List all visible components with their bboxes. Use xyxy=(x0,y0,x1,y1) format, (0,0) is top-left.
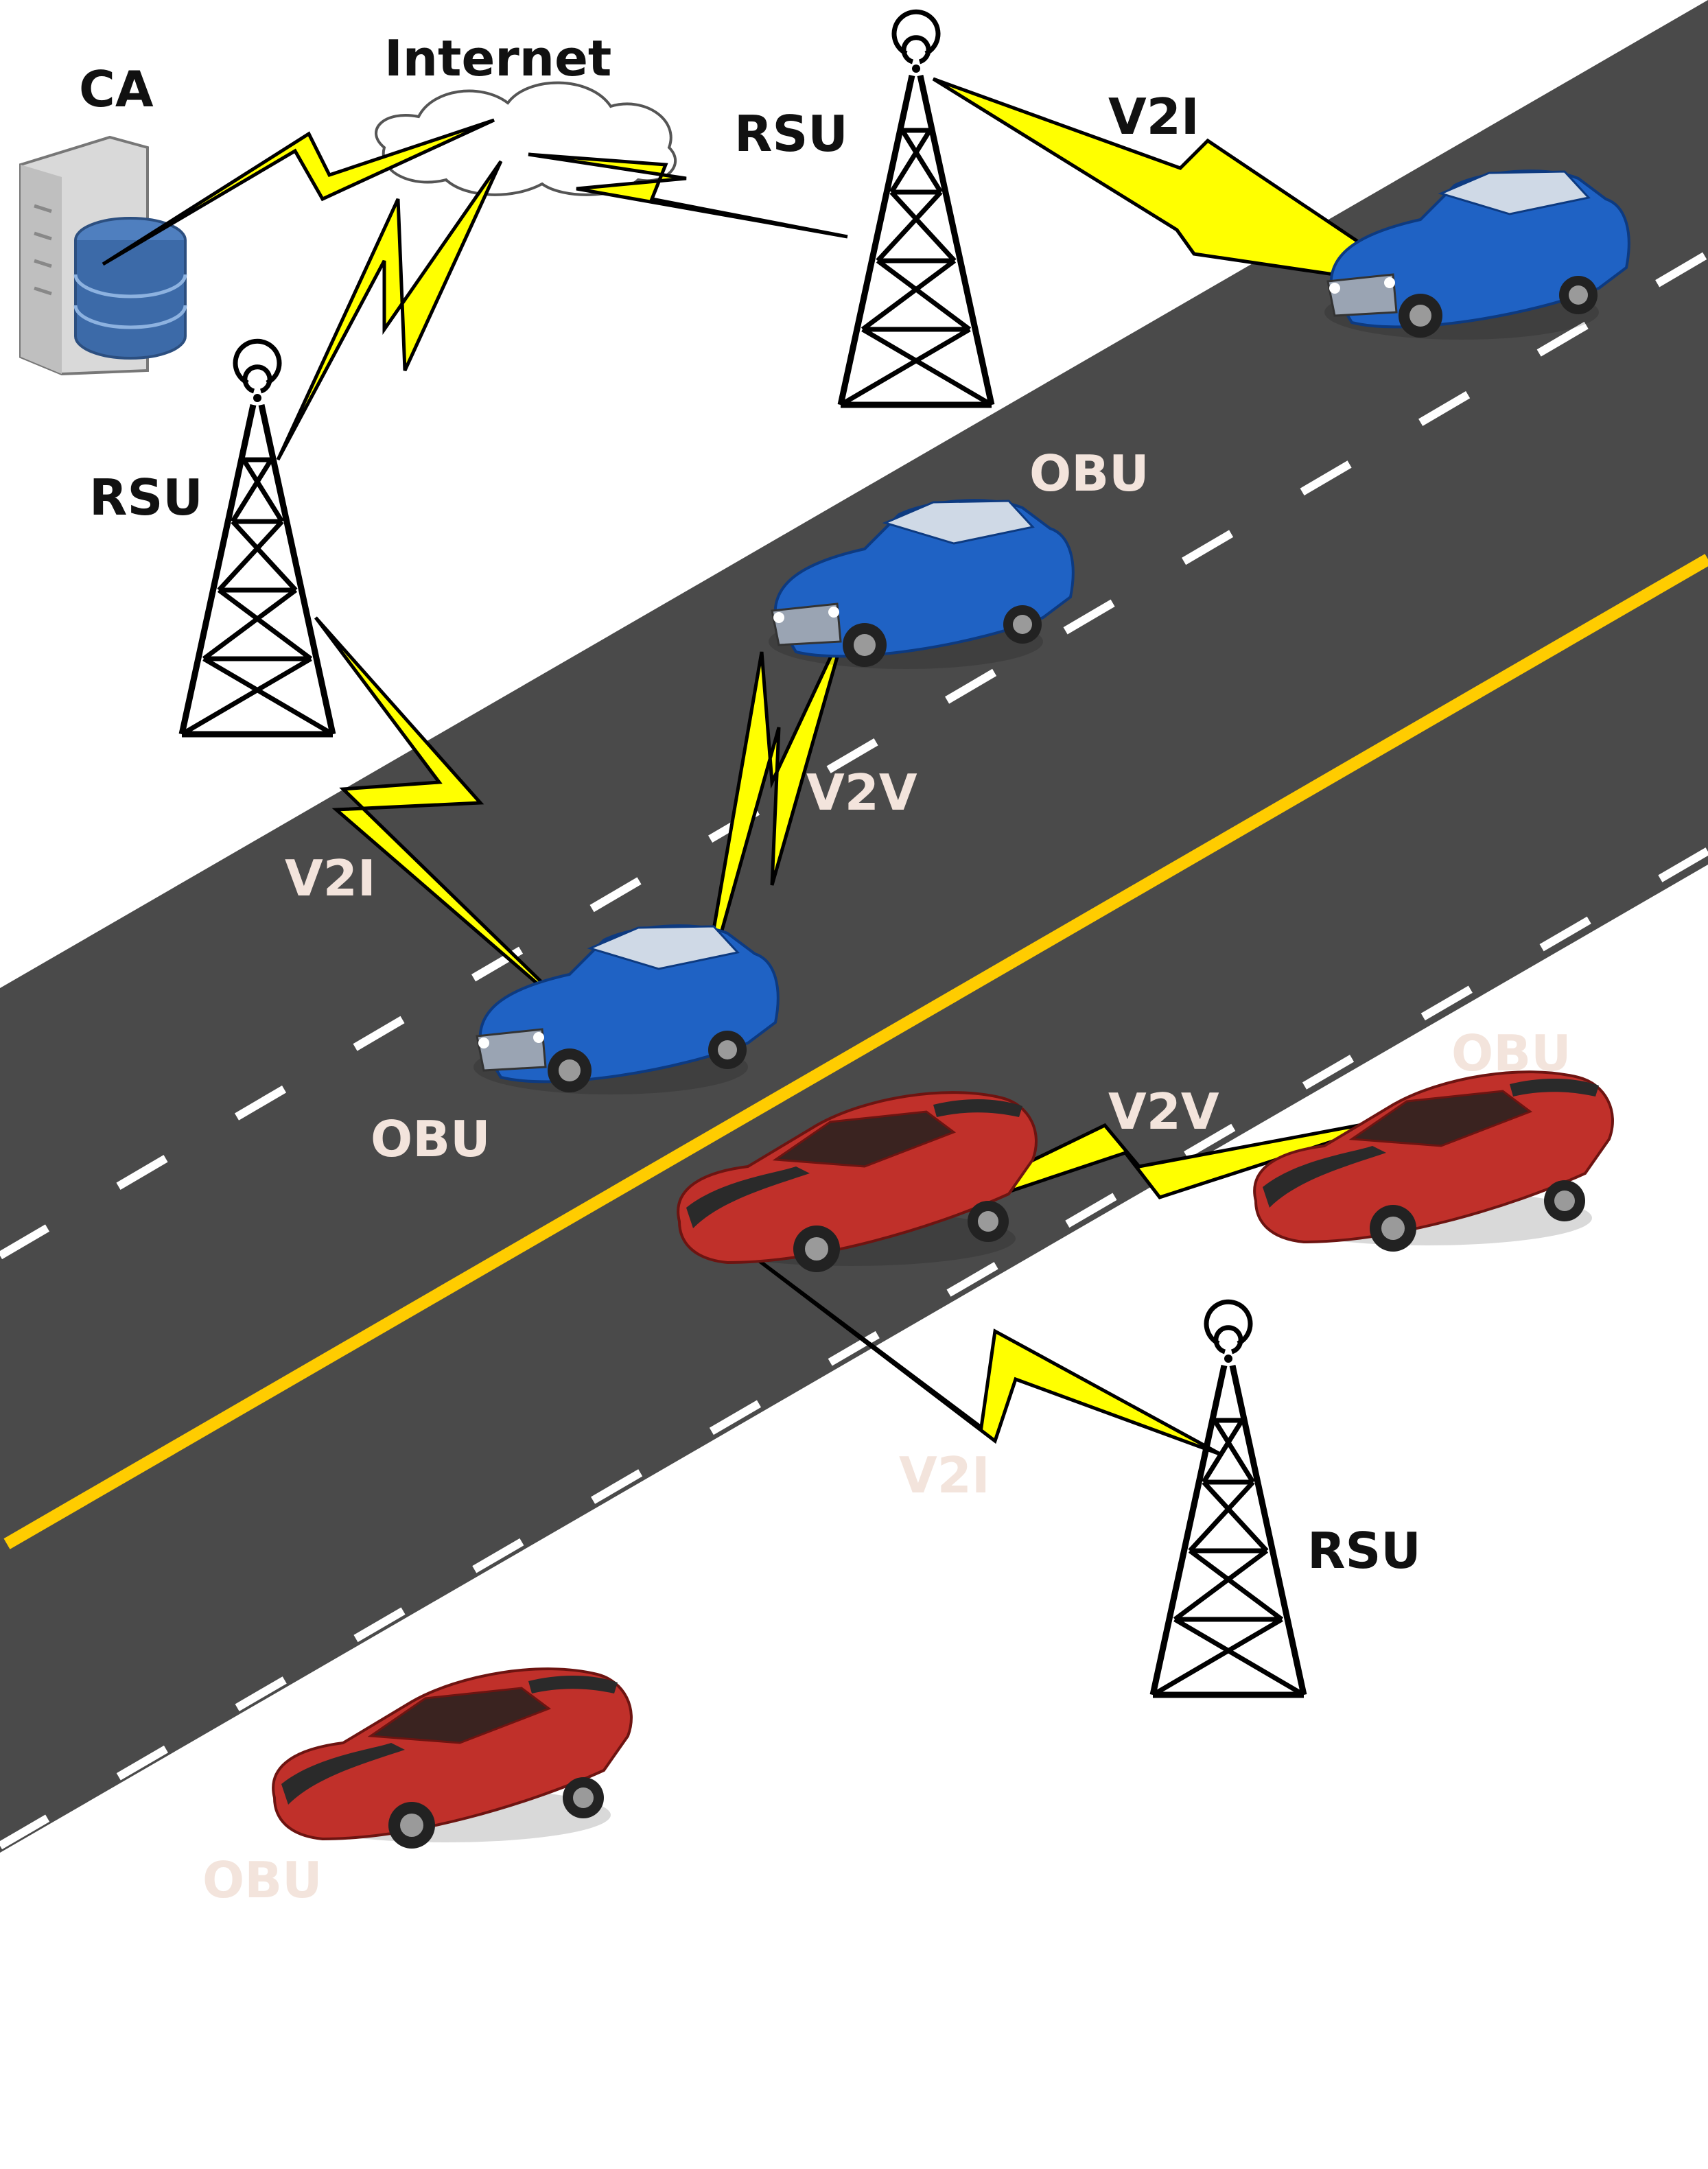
lane-dash-upper xyxy=(0,250,1708,1260)
link-server-internet xyxy=(102,118,495,266)
radio-tower-icon-bottom xyxy=(1153,1302,1304,1695)
label-obu-lower-left: OBU xyxy=(202,1851,323,1909)
lightning-link-icon xyxy=(102,77,1429,1457)
cloud-icon xyxy=(375,81,677,196)
label-rsu-left: RSU xyxy=(89,469,203,526)
label-obu-upper-right: OBU xyxy=(1029,445,1149,502)
link-internet-rsu-top xyxy=(528,152,848,239)
label-v2v-lower: V2V xyxy=(1108,1083,1219,1140)
link-internet-rsu-left xyxy=(276,160,503,461)
label-v2v-upper: V2V xyxy=(806,764,917,821)
radio-tower-icon-top xyxy=(841,12,992,405)
server-database-icon xyxy=(19,135,187,376)
link-v2i-lower xyxy=(733,1241,1223,1457)
lane-dash-lower xyxy=(0,847,1708,1850)
label-ca: CA xyxy=(79,60,154,118)
road xyxy=(0,0,1708,1853)
label-internet: Internet xyxy=(384,30,611,87)
label-rsu-top: RSU xyxy=(734,105,848,163)
red-car-icon-mid-right xyxy=(1253,1070,1614,1253)
label-obu-lower-right: OBU xyxy=(1451,1024,1571,1082)
label-rsu-bottom: RSU xyxy=(1307,1522,1421,1580)
label-obu-upper-left: OBU xyxy=(371,1110,491,1168)
label-v2i-top: V2I xyxy=(1108,88,1200,145)
red-car-icon-bottom xyxy=(272,1667,633,1850)
center-line xyxy=(3,554,1708,1549)
label-v2i-left: V2I xyxy=(285,849,376,907)
label-v2i-bottom: V2I xyxy=(899,1446,990,1504)
